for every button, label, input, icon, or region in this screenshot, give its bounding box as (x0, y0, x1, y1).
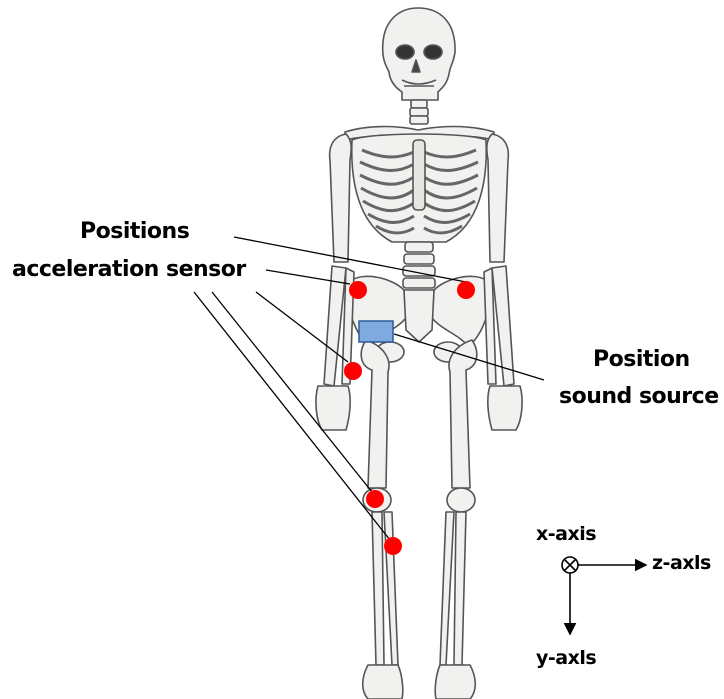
axes-indicator (562, 557, 646, 634)
x-axis-label: x-axis (536, 523, 596, 545)
sensor-label-line2: acceleration sensor (12, 257, 246, 282)
sensor-marker-shin (384, 537, 402, 555)
sound-source-label-line1: Position (593, 347, 690, 372)
sensor-label-line1: Positions (80, 219, 189, 244)
right-leg (361, 340, 403, 699)
cervical-spine (410, 100, 428, 124)
skeleton-figure (316, 8, 522, 699)
sensor-marker-left-hip (349, 281, 367, 299)
sound-source-marker (359, 321, 393, 342)
sound-source-label-line2: sound source (559, 384, 719, 409)
lumbar-spine (403, 242, 435, 288)
rib-cage (352, 134, 486, 242)
z-axis-label: z-axls (652, 552, 711, 574)
left-leg (435, 340, 477, 699)
left-arm (484, 134, 522, 430)
y-axis-label: y-axls (536, 647, 596, 669)
circle-x-into-page-icon (562, 557, 578, 573)
sensor-marker-right-hip (457, 281, 475, 299)
skull (383, 8, 455, 100)
sensor-marker-thigh (344, 362, 362, 380)
sensor-marker-knee (366, 490, 384, 508)
